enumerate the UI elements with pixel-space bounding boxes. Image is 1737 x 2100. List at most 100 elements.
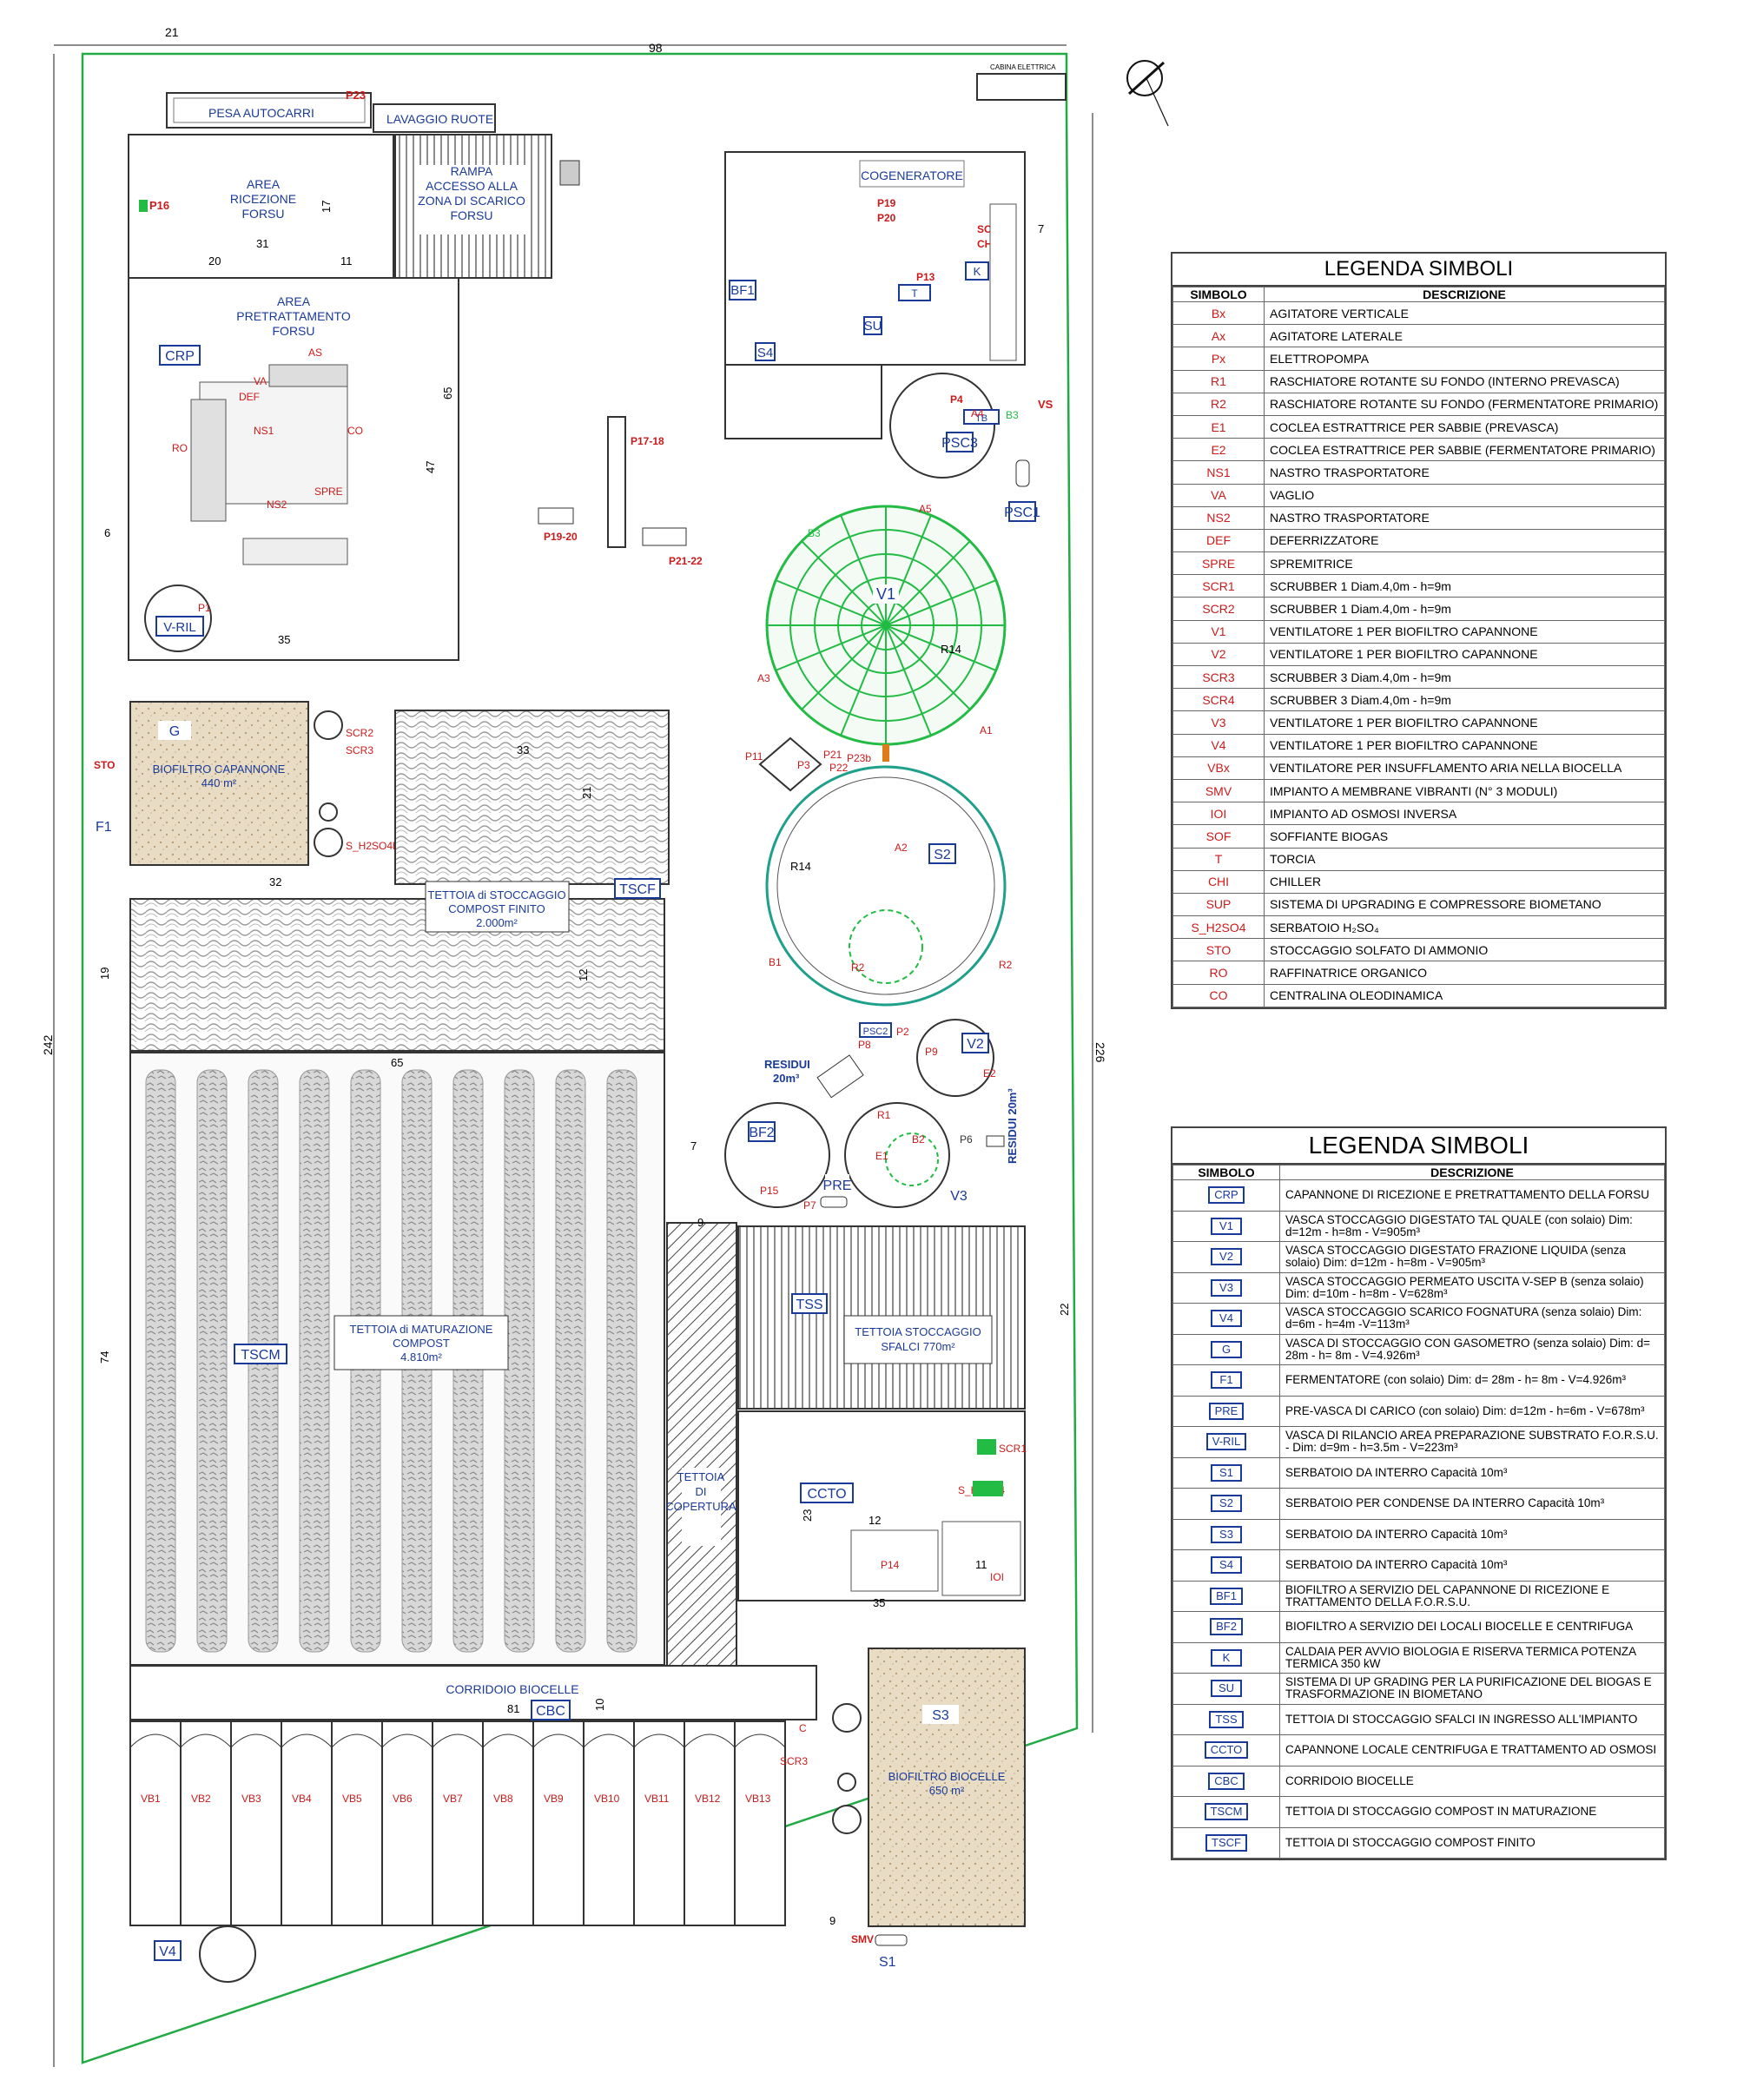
windrow — [555, 1069, 586, 1653]
tag-p1: P1 — [198, 602, 211, 614]
biocell-fan-label: VB6 — [393, 1793, 413, 1805]
tag-p8: P2 — [896, 1026, 909, 1038]
tag-tscm: TSCM — [241, 1348, 280, 1363]
legend-symbol: G — [1172, 1333, 1280, 1365]
tag-p9: E2 — [983, 1067, 996, 1080]
dim-74: 74 — [98, 1351, 111, 1364]
dim-6: 6 — [104, 526, 110, 539]
tag-s1: PRE — [823, 1179, 852, 1193]
legend-description: SPREMITRICE — [1264, 551, 1665, 576]
legend-title-2: LEGENDA SIMBOLI — [1172, 1128, 1665, 1165]
tag-v1: PSC3 — [941, 436, 978, 451]
legend-symbol: S3 — [1172, 1518, 1280, 1550]
legend-description: AGITATORE VERTICALE — [1264, 300, 1665, 326]
pretrattamento-l2: PRETRATTAMENTO — [236, 309, 351, 323]
legend-description: SCRUBBER 1 Diam.4,0m - h=9m — [1264, 574, 1665, 598]
tag-p17-18: P17-18 — [631, 435, 664, 447]
tag-s3: S1 — [879, 1955, 896, 1970]
biocell-fan-label: VB8 — [493, 1793, 513, 1805]
tag-vs-g: B3 — [808, 527, 821, 539]
cover-canopy: TETTOIA DI COPERTURA — [665, 1222, 737, 1667]
tank-v4: V4 — [154, 1925, 256, 1983]
electrical-cabin: CABINA ELETTRICA — [976, 63, 1067, 101]
biocell: VB10 — [583, 1720, 635, 1926]
tscm-l3: 4.810m² — [400, 1350, 442, 1364]
tag-t: SU — [864, 319, 882, 333]
legend-description: TETTOIA DI STOCCAGGIO COMPOST IN MATURAZ… — [1279, 1796, 1665, 1828]
legend-symbol: Ax — [1172, 324, 1265, 348]
biocell-fan-label: VB10 — [594, 1793, 620, 1805]
legend-symbol: BF2 — [1172, 1611, 1280, 1643]
ricezione-l1: AREA — [247, 177, 281, 191]
legend-symbol: SCR3 — [1172, 664, 1265, 690]
biocell: VB5 — [331, 1720, 383, 1926]
legend-symbol: SCR4 — [1172, 688, 1265, 712]
windrow — [299, 1069, 330, 1653]
legend-symbol: Bx — [1172, 300, 1265, 326]
tag-scr3: C — [799, 1722, 807, 1734]
tag-p12: VS — [1038, 398, 1053, 411]
legend-description: ELETTROPOMPA — [1264, 347, 1665, 371]
tag-p21: P21 — [823, 749, 842, 761]
legend-description: RASCHIATORE ROTANTE SU FONDO (INTERNO PR… — [1264, 369, 1665, 393]
tag-p19: P19 — [877, 197, 896, 209]
tag-ns2: NS2 — [267, 499, 287, 511]
rampa-l3: ZONA DI SCARICO — [418, 194, 525, 208]
legend-symbol: SCR1 — [1172, 574, 1265, 598]
legend-symbol: SUP — [1172, 892, 1265, 917]
legend-description: TETTOIA DI STOCCAGGIO SFALCI IN INGRESSO… — [1279, 1703, 1665, 1735]
tag-tb: K — [974, 265, 981, 278]
legend-description: COCLEA ESTRATTRICE PER SABBIE (FERMENTAT… — [1264, 438, 1665, 462]
biocell: VB1 — [129, 1720, 182, 1926]
legend-symbol: NS2 — [1172, 505, 1265, 530]
biofilter-bf1: G BIOFILTRO CAPANNONE 440 m² STO F1 SCR2… — [94, 701, 399, 888]
legend-description: COCLEA ESTRATTRICE PER SABBIE (PREVASCA) — [1264, 414, 1665, 439]
tag-smv: SCR1 — [999, 1443, 1027, 1455]
upgrading-building: COGENERATORE BF1 S4 SU K T P19 P20 P13 S… — [724, 151, 1044, 439]
tag-a3: A1 — [980, 724, 993, 736]
legend-description: SOFFIANTE BIOGAS — [1264, 824, 1665, 849]
legend-description: DEFERRIZZATORE — [1264, 528, 1665, 553]
legend-description: CHILLER — [1264, 869, 1665, 894]
tag-a5: A3 — [757, 672, 770, 684]
col-description: DESCRIZIONE — [1264, 287, 1665, 302]
legend-description: SERBATOIO DA INTERRO Capacità 10m³ — [1279, 1456, 1665, 1489]
dim-12b: 12 — [868, 1514, 881, 1527]
bf2-l2: 650 m² — [929, 1784, 965, 1797]
biocell: VB11 — [633, 1720, 685, 1926]
tag-b3: P4 — [950, 393, 963, 406]
legend-description: BIOFILTRO A SERVIZIO DEL CAPANNONE DI RI… — [1279, 1580, 1665, 1612]
tag-p3: P3 — [797, 759, 810, 771]
tag-va: VA — [254, 375, 267, 387]
tag-ro: RO — [172, 442, 188, 454]
dim-33: 33 — [517, 743, 529, 756]
cogeneratore-label: COGENERATORE — [861, 168, 963, 182]
legend-description: VAGLIO — [1264, 483, 1665, 507]
pesa-label: PESA AUTOCARRI — [208, 106, 314, 120]
pretrattamento-l1: AREA — [277, 294, 311, 308]
cbc-label: CORRIDOIO BIOCELLE — [446, 1682, 578, 1696]
tag-b1: A2 — [895, 842, 908, 854]
scrubbers-2: C SCR3 — [780, 1703, 862, 1834]
tag-a4: A5 — [919, 503, 932, 515]
legend-symbol: CO — [1172, 983, 1265, 1007]
biocell-fan-label: VB7 — [443, 1793, 463, 1805]
dim-17: 17 — [320, 201, 333, 213]
legend-description: CAPANNONE DI RICEZIONE E PRETRATTAMENTO … — [1279, 1179, 1665, 1212]
dim-r14-g: R14 — [941, 643, 961, 656]
legend-description: VASCA STOCCAGGIO PERMEATO USCITA V-SEP B… — [1279, 1271, 1665, 1304]
